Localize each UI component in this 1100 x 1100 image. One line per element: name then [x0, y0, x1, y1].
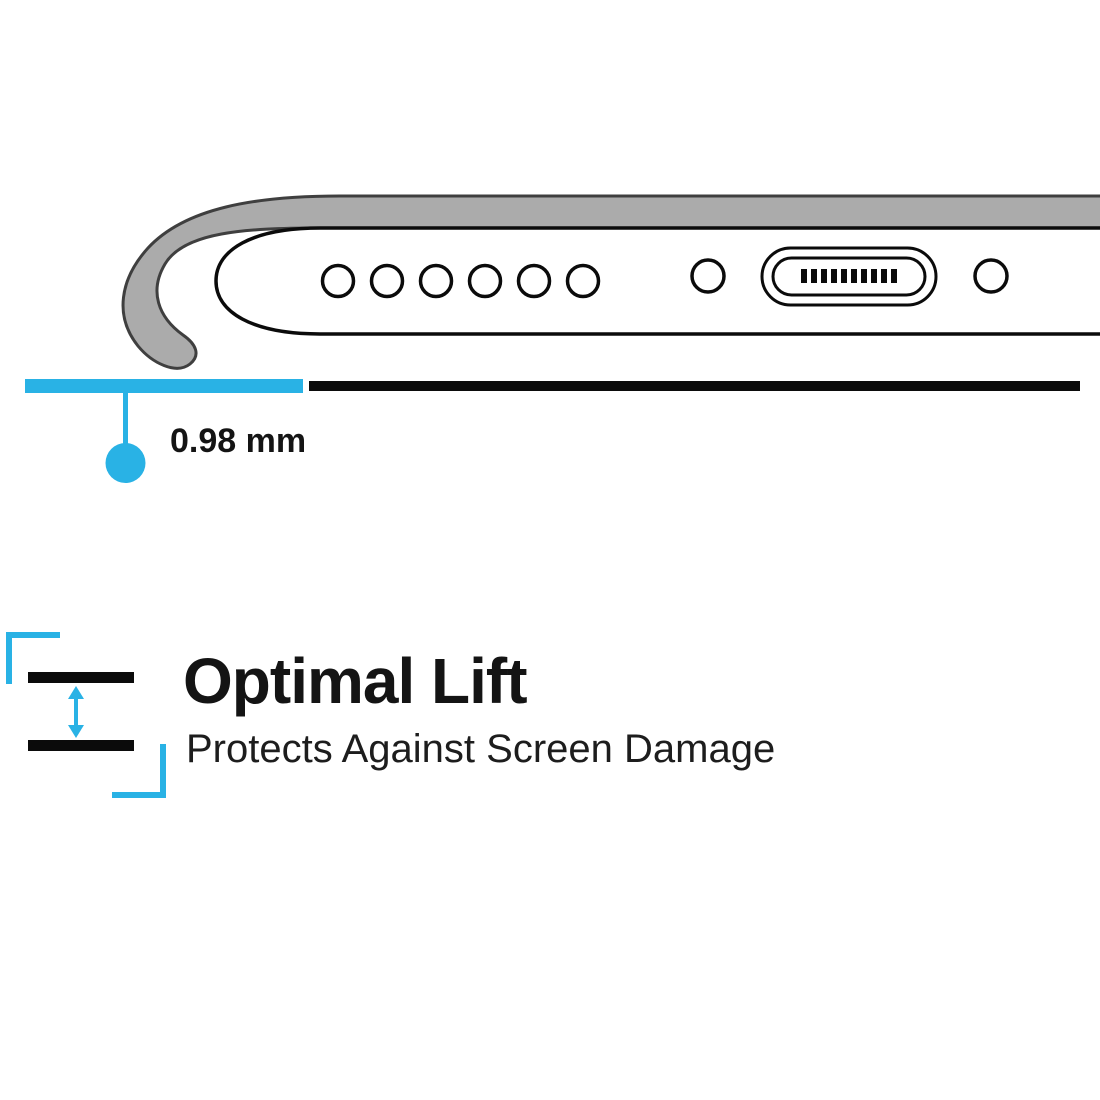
- measurement-label: 0.98 mm: [170, 422, 306, 460]
- speaker-hole: [320, 263, 356, 299]
- vertical-arrow-icon: [68, 686, 84, 738]
- charging-pin: [861, 269, 867, 283]
- feature-title: Optimal Lift: [183, 645, 528, 717]
- measurement-pointer-dot: [105, 443, 146, 483]
- bracket-bottom-right-icon: [112, 744, 166, 798]
- lift-bottom-bar: [28, 740, 134, 751]
- charging-pin: [821, 269, 827, 283]
- charging-port: [760, 246, 938, 307]
- feature-subtitle: Protects Against Screen Damage: [186, 727, 776, 771]
- speaker-hole: [369, 263, 405, 299]
- screw-hole: [973, 258, 1009, 294]
- charging-pin: [811, 269, 817, 283]
- speaker-hole: [418, 263, 454, 299]
- case-shape: [121, 194, 1100, 370]
- speaker-hole: [565, 263, 601, 299]
- charging-pin: [871, 269, 877, 283]
- speaker-hole: [467, 263, 503, 299]
- charging-pins: [801, 269, 897, 283]
- mic-hole: [690, 258, 726, 294]
- case-lip-bar: [25, 379, 303, 393]
- lift-top-bar: [28, 672, 134, 683]
- charging-pin: [831, 269, 837, 283]
- charging-pin: [851, 269, 857, 283]
- charging-pin: [891, 269, 897, 283]
- phone-case-diagram: 0.98 mm: [25, 194, 1100, 483]
- bracket-top-left-icon: [6, 632, 60, 684]
- charging-pin: [801, 269, 807, 283]
- speaker-hole: [516, 263, 552, 299]
- screen-level-bar: [309, 381, 1080, 391]
- speaker-holes: [320, 263, 601, 299]
- charging-pin: [881, 269, 887, 283]
- charging-pin: [841, 269, 847, 283]
